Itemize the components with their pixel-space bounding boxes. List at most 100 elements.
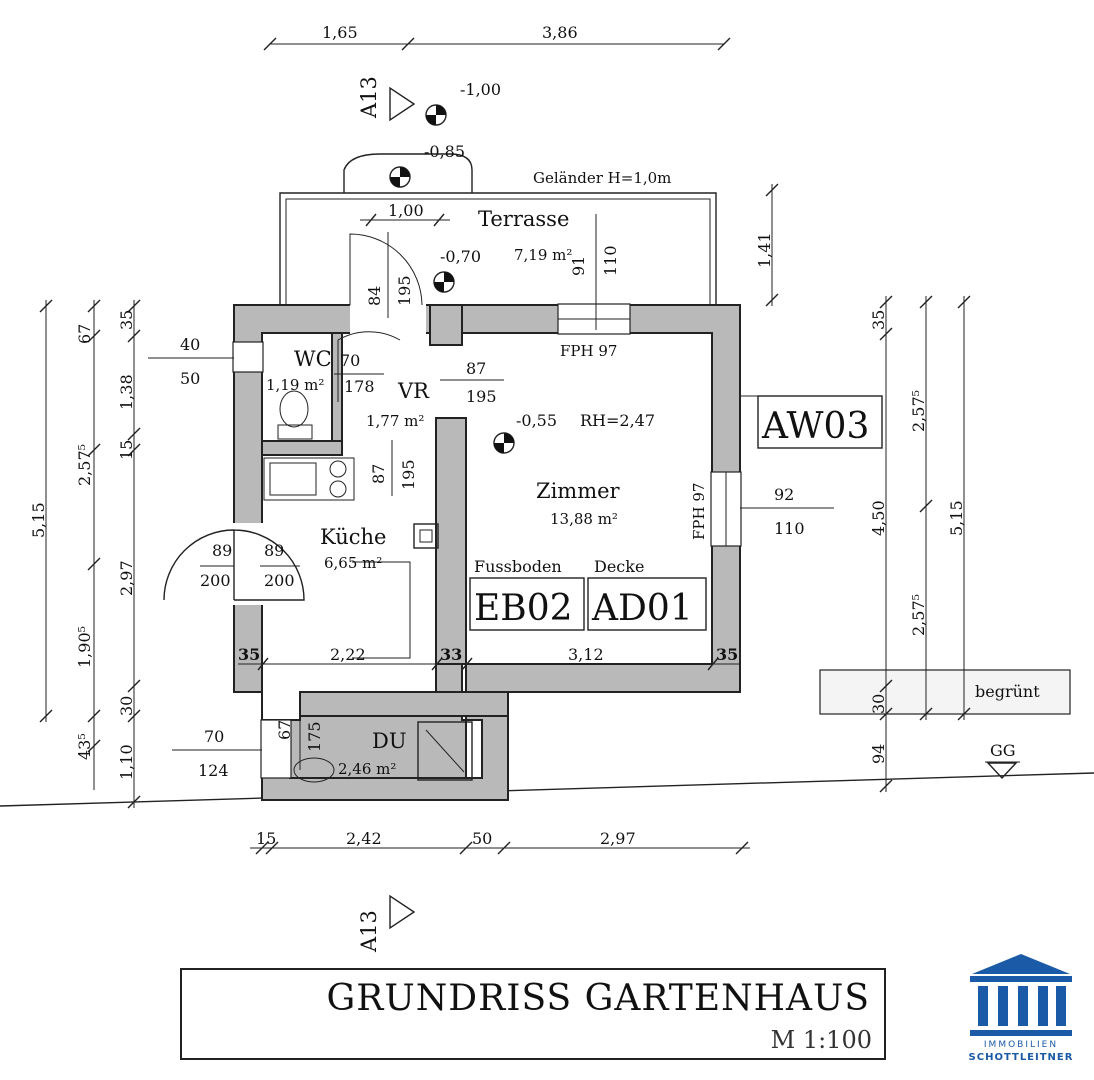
company-logo: IMMOBILIEN SCHOTTLEITNER bbox=[956, 948, 1086, 1068]
dim-bottom-3: 50 bbox=[472, 829, 492, 848]
decke-label: Decke bbox=[594, 557, 644, 576]
terr-win-b: 110 bbox=[601, 245, 620, 276]
aw03-box bbox=[757, 395, 883, 449]
du-win-b: 124 bbox=[198, 761, 229, 780]
dim-left3-4: 2,97 bbox=[117, 560, 136, 596]
dim-left3-2: 1,38 bbox=[117, 374, 136, 410]
dim-terr-h-label: 1,41 bbox=[755, 232, 774, 268]
logo-text-company: SCHOTTLEITNER bbox=[968, 1052, 1074, 1063]
dim-right1-3: 30 bbox=[869, 694, 888, 714]
dim-inner-1: 35 bbox=[238, 645, 260, 664]
vr-door-top-a: 87 bbox=[466, 359, 486, 378]
terrace-railing bbox=[279, 192, 717, 305]
dim-bottom-2: 2,42 bbox=[346, 829, 382, 848]
du-window bbox=[260, 719, 292, 779]
fph-top: FPH 97 bbox=[560, 342, 617, 360]
level-terrasse: -0,70 bbox=[440, 247, 481, 266]
dim-left3-1: 35 bbox=[117, 310, 136, 330]
area-du: 2,46 m² bbox=[338, 760, 396, 778]
wall-vr-right bbox=[435, 417, 467, 665]
shower-diagonal bbox=[425, 729, 465, 773]
zim-win-a: 92 bbox=[774, 485, 794, 504]
room-vr: VR bbox=[397, 379, 430, 403]
ext-door-b: 200 bbox=[200, 571, 231, 590]
dim-right2-2: 2,57⁵ bbox=[909, 594, 928, 636]
level-marker-top bbox=[425, 104, 447, 126]
wall-wc-right bbox=[331, 332, 343, 442]
vr-door-side-a: 87 bbox=[369, 464, 388, 484]
section-label-bottom: A13 bbox=[357, 910, 381, 953]
plan-title: GRUNDRISS GARTENHAUS bbox=[326, 978, 870, 1019]
ext-door-swing bbox=[163, 529, 305, 601]
dim-right1-2: 4,50 bbox=[869, 500, 888, 536]
dim-inner-4: 3,12 bbox=[568, 645, 604, 664]
dim-inner-2: 2,22 bbox=[330, 645, 366, 664]
dim-bottom-1: 15 bbox=[256, 829, 276, 848]
wc-win-a: 40 bbox=[180, 335, 200, 354]
wall-wc-bottom bbox=[261, 440, 343, 456]
dim-inner-3: 33 bbox=[440, 645, 462, 664]
dim-inner-5: 35 bbox=[716, 645, 738, 664]
wall-top-stub bbox=[429, 304, 463, 346]
dim-left2-8: 43⁵ bbox=[75, 733, 94, 760]
wc-win-b: 50 bbox=[180, 369, 200, 388]
level-marker-entry bbox=[389, 166, 411, 188]
wc-door-b: 178 bbox=[344, 377, 375, 396]
plan-scale: M 1:100 bbox=[770, 1026, 872, 1054]
kitchen-stair bbox=[352, 561, 411, 659]
dim-right1-4: 94 bbox=[869, 744, 888, 764]
room-terrasse: Terrasse bbox=[478, 207, 569, 231]
area-zimmer: 13,88 m² bbox=[550, 510, 618, 528]
dim-left2-4: 2,57⁵ bbox=[75, 444, 94, 486]
level-entry: -0,85 bbox=[424, 142, 465, 161]
area-wc: 1,19 m² bbox=[266, 376, 324, 394]
dim-bottom-4: 2,97 bbox=[600, 829, 636, 848]
dim-top-1: 1,65 bbox=[322, 23, 358, 42]
temple-logo-icon bbox=[970, 954, 1072, 1036]
wc-door-swing bbox=[337, 331, 401, 402]
dim-left2-1: 67 bbox=[75, 324, 94, 344]
gg-label: GG bbox=[990, 741, 1016, 760]
level-top: -1,00 bbox=[460, 80, 501, 99]
title-block: GRUNDRISS GARTENHAUS M 1:100 bbox=[180, 968, 886, 1060]
room-zimmer: Zimmer bbox=[536, 479, 621, 503]
dim-left3-5: 30 bbox=[117, 696, 136, 716]
dim-chain-top bbox=[263, 37, 731, 51]
dim-chain-right1 bbox=[879, 295, 893, 793]
wc-toilet-bowl bbox=[279, 390, 309, 428]
section-label-top: A13 bbox=[357, 76, 381, 119]
ground-line bbox=[0, 772, 1094, 807]
kitchen-counter bbox=[263, 457, 355, 501]
level-marker-zimmer bbox=[493, 432, 515, 454]
terrace-door-swing bbox=[349, 233, 423, 306]
logo-text-immobilien: IMMOBILIEN bbox=[983, 1040, 1059, 1050]
entry-step bbox=[343, 153, 473, 193]
dim-chain-bottom bbox=[250, 841, 750, 855]
terrace-railing-inner bbox=[285, 198, 711, 305]
level-marker-terrace bbox=[433, 271, 455, 293]
dim-chain-left1 bbox=[39, 299, 53, 723]
dim-chain-left3 bbox=[127, 299, 141, 809]
dim-terr-door bbox=[360, 213, 450, 227]
gg-marker bbox=[986, 762, 1018, 780]
ext-door-c: 89 bbox=[264, 541, 284, 560]
rh-zimmer: RH=2,47 bbox=[580, 411, 655, 430]
dim-terr-door-w: 1,00 bbox=[388, 201, 424, 220]
terr-win-a: 91 bbox=[569, 256, 588, 276]
du-win-a: 70 bbox=[204, 727, 224, 746]
area-terrasse: 7,19 m² bbox=[514, 246, 572, 264]
zim-win-b: 110 bbox=[774, 519, 805, 538]
dim-chain-right2 bbox=[919, 295, 933, 721]
dim-right1-1: 35 bbox=[869, 310, 888, 330]
ad01-box bbox=[587, 577, 707, 631]
level-zimmer: -0,55 bbox=[516, 411, 557, 430]
section-arrow-top bbox=[389, 86, 416, 122]
du-door-a: 67 bbox=[275, 720, 294, 740]
du-door-b: 175 bbox=[305, 721, 324, 752]
ad01-code: AD01 bbox=[591, 588, 693, 629]
fph-right: FPH 97 bbox=[690, 483, 708, 540]
kitchen-chimney-inner bbox=[419, 529, 433, 543]
fussboden-label: Fussboden bbox=[474, 557, 562, 576]
dim-left3-3: 15 bbox=[117, 440, 136, 460]
